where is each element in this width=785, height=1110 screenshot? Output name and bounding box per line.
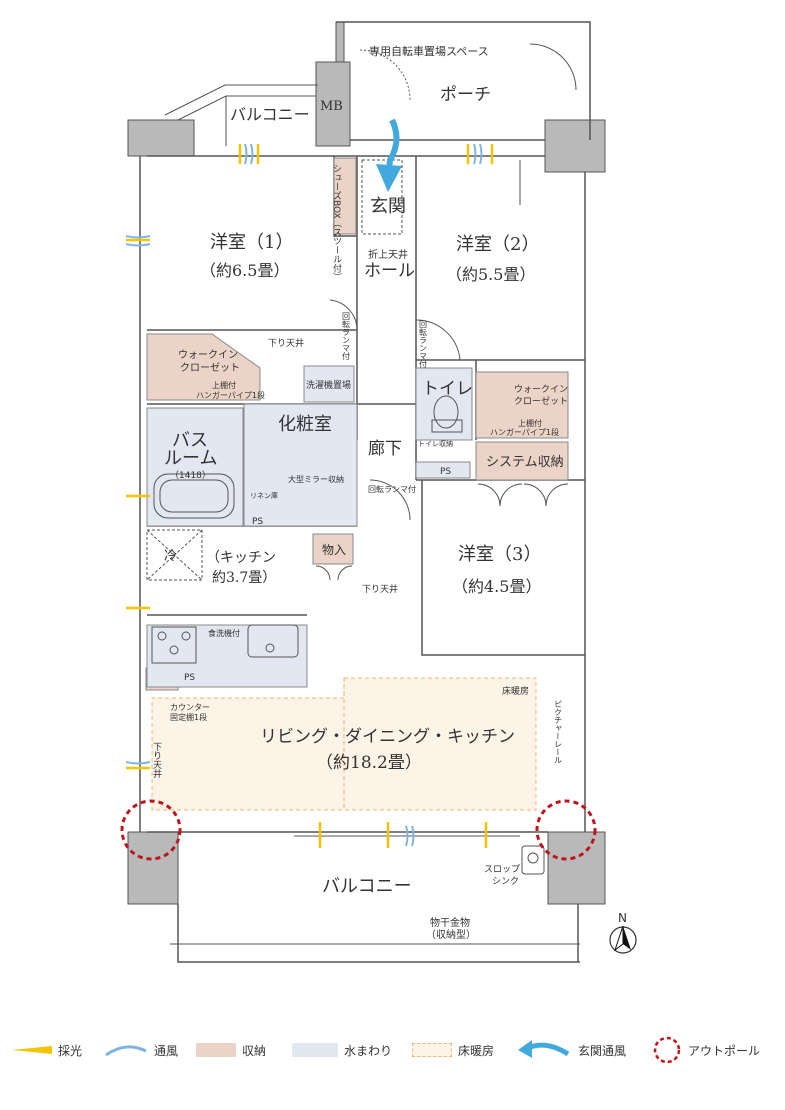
- walkin1-note1: 上棚付: [212, 380, 236, 390]
- entrance-label: 玄関: [370, 196, 406, 217]
- bath-line2: ルーム: [164, 448, 217, 469]
- down-ceiling-label-1: 下り天井: [268, 337, 304, 349]
- storage-small-label: 物入: [322, 543, 346, 557]
- western1-name: 洋室（1）: [210, 232, 293, 253]
- bath-size: （1418）: [170, 470, 211, 481]
- dishwasher-label: 食洗機付: [208, 628, 240, 638]
- toilet-storage-label: トイレ収納: [418, 439, 453, 448]
- washer-label: 洗濯機置場: [306, 379, 351, 391]
- ldk-name: リビング・ダイニング・キッチン: [260, 727, 515, 747]
- porch-label: ポーチ: [440, 85, 491, 105]
- legend-floor-heating-label: 床暖房: [458, 1043, 495, 1058]
- walkin1-line2: クローゼット: [180, 362, 240, 374]
- western3-name: 洋室（3）: [458, 544, 541, 565]
- legend-entrance-wind-label: 玄関通風: [578, 1043, 627, 1058]
- room-labels: 専用自転車置場スペース ポーチ MB バルコニー シューズBOX（スツール付） …: [151, 44, 568, 941]
- picture-rail-label: ピクチャーレール: [554, 700, 563, 764]
- legend-floor-heating: 床暖房: [412, 1030, 494, 1070]
- down-ceiling-label-3: 下り天井: [151, 742, 162, 779]
- north-arrow-icon: N: [609, 911, 637, 954]
- water-swatch-icon: [292, 1043, 338, 1057]
- rotating-lamp-label-1: 回転ランマ付: [342, 312, 351, 361]
- legend-storage: 収納: [196, 1030, 266, 1070]
- western3-size: （約4.5畳）: [452, 577, 541, 596]
- walkin2-note2: ハンガーパイプ1段: [490, 427, 559, 437]
- legend-outpole: アウトポール: [652, 1030, 760, 1070]
- floor-heating-label: 床暖房: [502, 685, 529, 697]
- vanity-label: 化粧室: [278, 414, 332, 435]
- ps-label-1: PS: [252, 517, 263, 527]
- hall-ceiling-label: 折上天井: [368, 248, 408, 261]
- entrance-wind-arrow: [376, 118, 402, 192]
- outpole-marks: [120, 799, 597, 861]
- hall-label: ホール: [364, 261, 415, 281]
- wind-icon: [105, 1045, 147, 1057]
- drying-line1: 物干金物: [430, 916, 470, 929]
- kitchen-size: 約3.7畳）: [212, 570, 276, 586]
- ldk-size: （約18.2畳）: [316, 753, 422, 773]
- down-ceiling-label-2: 下り天井: [362, 583, 398, 595]
- legend-water-label: 水まわり: [344, 1043, 393, 1058]
- balcony-bottom-label: バルコニー: [322, 876, 412, 897]
- mirror-label: 大型ミラー収納: [288, 474, 344, 484]
- corridor-label: 廊下: [368, 439, 402, 459]
- system-storage-label: システム収納: [486, 455, 564, 470]
- ps-label-3: PS: [184, 673, 195, 683]
- legend-entrance-wind: 玄関通風: [516, 1030, 626, 1070]
- north-label: N: [618, 911, 627, 925]
- counter-line2: 固定棚1段: [170, 712, 207, 722]
- storage-fills: [145, 157, 569, 691]
- western2-size: （約5.5畳）: [446, 265, 535, 284]
- outpole-icon: [653, 1036, 681, 1064]
- legend-water: 水まわり: [292, 1030, 392, 1070]
- walkin2-line2: クローゼット: [514, 395, 568, 407]
- shoes-box-label: シューズBOX（スツール付）: [331, 164, 342, 282]
- bicycle-space-label: 専用自転車置場スペース: [369, 44, 489, 58]
- entrance-wind-icon: [518, 1040, 570, 1058]
- walkin2-note1: 上棚付: [518, 418, 542, 428]
- legend-light-label: 採光: [58, 1043, 83, 1058]
- western2-name: 洋室（2）: [456, 234, 539, 255]
- drying-line2: （収納型）: [426, 928, 476, 941]
- floor-heating-area: [151, 677, 537, 811]
- light-marks: [126, 144, 494, 848]
- floor-plan: N 専用自転車置場スペース ポーチ MB バルコニー シューズBOX（スツール付…: [120, 21, 637, 963]
- rotating-lamp-label-3: 回転ランマ付: [368, 484, 416, 494]
- balcony-top-label: バルコニー: [230, 105, 310, 124]
- rotating-lamp-label-2: 回転ランマ付: [419, 320, 428, 369]
- legend-outpole-label: アウトポール: [688, 1043, 761, 1058]
- slop-line2: シンク: [492, 876, 519, 887]
- slop-line1: スロップ: [484, 864, 520, 875]
- storage-swatch-icon: [196, 1043, 236, 1057]
- counter-line1: カウンター: [170, 703, 210, 712]
- linen-label: リネン庫: [250, 491, 278, 500]
- western1-size: （約6.5畳）: [200, 261, 289, 280]
- mb-label: MB: [320, 99, 343, 114]
- water-fills: [146, 365, 473, 688]
- legend-light: 採光: [12, 1030, 82, 1070]
- floor-heating-swatch-icon: [412, 1043, 452, 1057]
- ps-label-2: PS: [440, 467, 451, 477]
- walkin1-line1: ウォークイン: [178, 349, 238, 361]
- legend-wind: 通風: [104, 1030, 178, 1070]
- kitchen-name: （キッチン: [206, 550, 276, 566]
- legend-wind-label: 通風: [154, 1043, 179, 1058]
- walkin2-line1: ウォークイン: [514, 384, 568, 395]
- legend: 採光 通風 収納 水まわり 床暖房 玄関通風 アウトポール: [0, 1030, 785, 1070]
- bath-line1: バス: [172, 430, 208, 451]
- walkin1-note2: ハンガーパイプ1段: [196, 390, 265, 400]
- fridge-label: 冷: [164, 549, 177, 564]
- toilet-label: トイレ: [422, 379, 473, 399]
- wind-marks: [125, 143, 483, 847]
- legend-storage-label: 収納: [242, 1043, 267, 1058]
- light-icon: [12, 1046, 52, 1054]
